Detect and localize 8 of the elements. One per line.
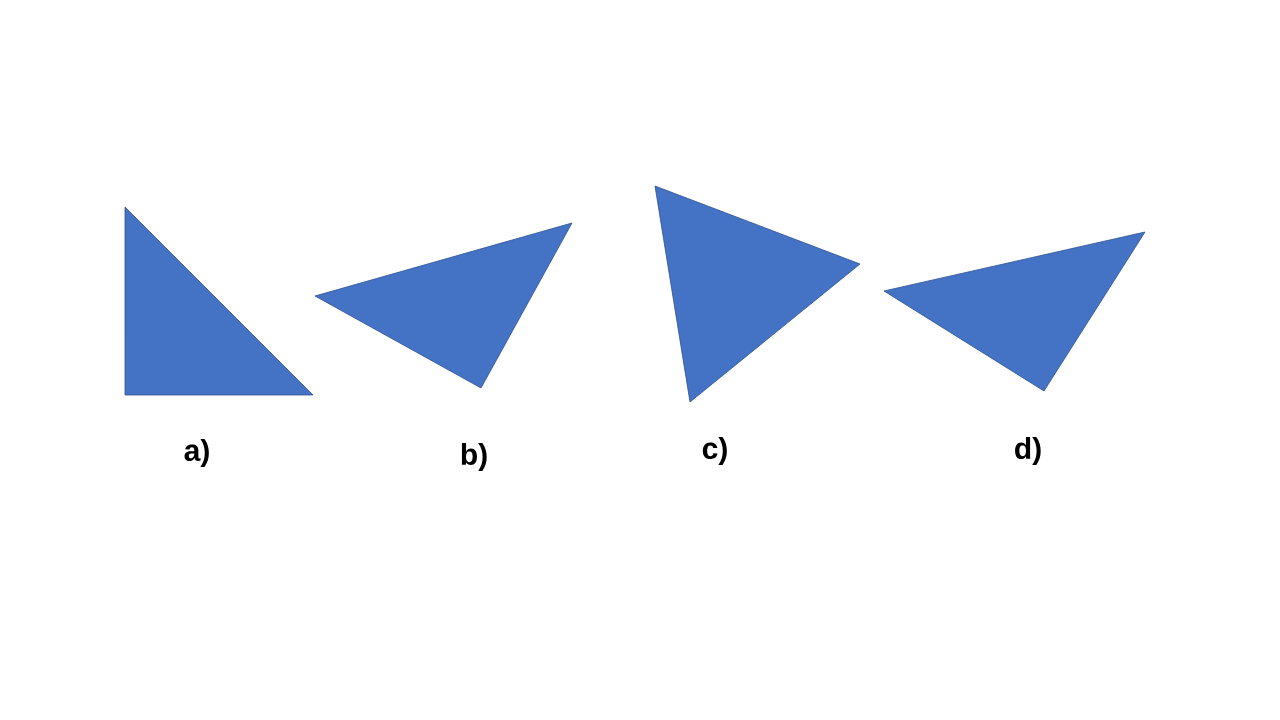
panel-label: a) [184,439,209,467]
triangle [124,206,314,396]
triangle [314,222,573,389]
triangle [883,231,1146,392]
triangle [654,185,861,403]
panel-label: d) [1015,437,1041,465]
panel-label: b) [461,443,487,471]
panel-label: c) [702,437,727,465]
